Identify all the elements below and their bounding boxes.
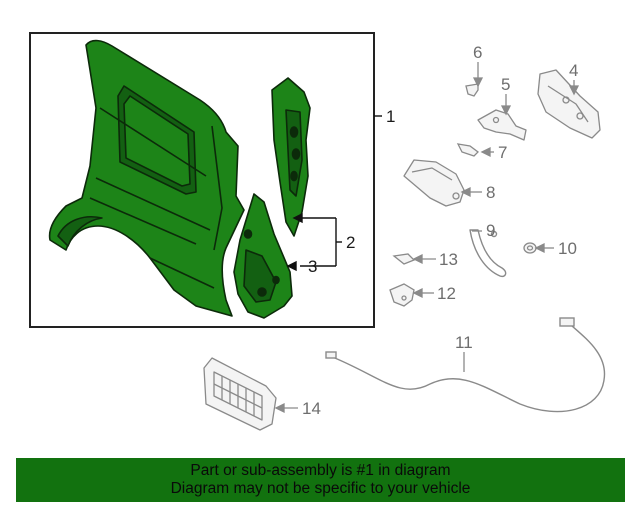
footer-line-1: Part or sub-assembly is #1 in diagram	[190, 462, 451, 479]
assembly-frame	[29, 32, 375, 328]
footer-line-2: Diagram may not be specific to your vehi…	[170, 480, 471, 497]
part-12-latch[interactable]	[389, 283, 415, 307]
part-14-vent[interactable]	[203, 357, 277, 431]
callout-10: 10	[558, 239, 577, 258]
callout-4: 4	[569, 61, 578, 80]
part-8-fuel-door[interactable]	[403, 159, 465, 207]
quarter-panel-part[interactable]	[48, 39, 245, 317]
callout-2: 2	[346, 233, 355, 252]
part-4-bracket[interactable]	[537, 69, 601, 139]
part-11-cable[interactable]	[325, 317, 606, 413]
callout-9: 9	[486, 221, 495, 240]
diagram-note-banner: Part or sub-assembly is #1 in diagram Di…	[16, 458, 625, 502]
part-9-rod[interactable]	[469, 229, 507, 278]
part-13-clip[interactable]	[392, 253, 416, 265]
part-10-grommet[interactable]	[523, 242, 537, 254]
callout-1: 1	[386, 107, 395, 126]
part-6-clip[interactable]	[465, 83, 479, 97]
callout-14: 14	[302, 399, 321, 418]
callout-7: 7	[498, 143, 507, 162]
callout-5: 5	[501, 75, 510, 94]
leader-lines-gray	[274, 62, 580, 414]
pillar-lower-part[interactable]	[233, 193, 293, 319]
leader-lines-main	[286, 115, 382, 272]
callout-8: 8	[486, 183, 495, 202]
callout-6: 6	[473, 43, 482, 62]
callout-12: 12	[437, 284, 456, 303]
pillar-upper-part[interactable]	[271, 77, 311, 237]
callout-13: 13	[439, 250, 458, 269]
callout-11: 11	[455, 333, 473, 352]
callout-3: 3	[308, 257, 317, 276]
part-7-bolt[interactable]	[456, 143, 479, 157]
part-5-hinge[interactable]	[477, 109, 527, 141]
